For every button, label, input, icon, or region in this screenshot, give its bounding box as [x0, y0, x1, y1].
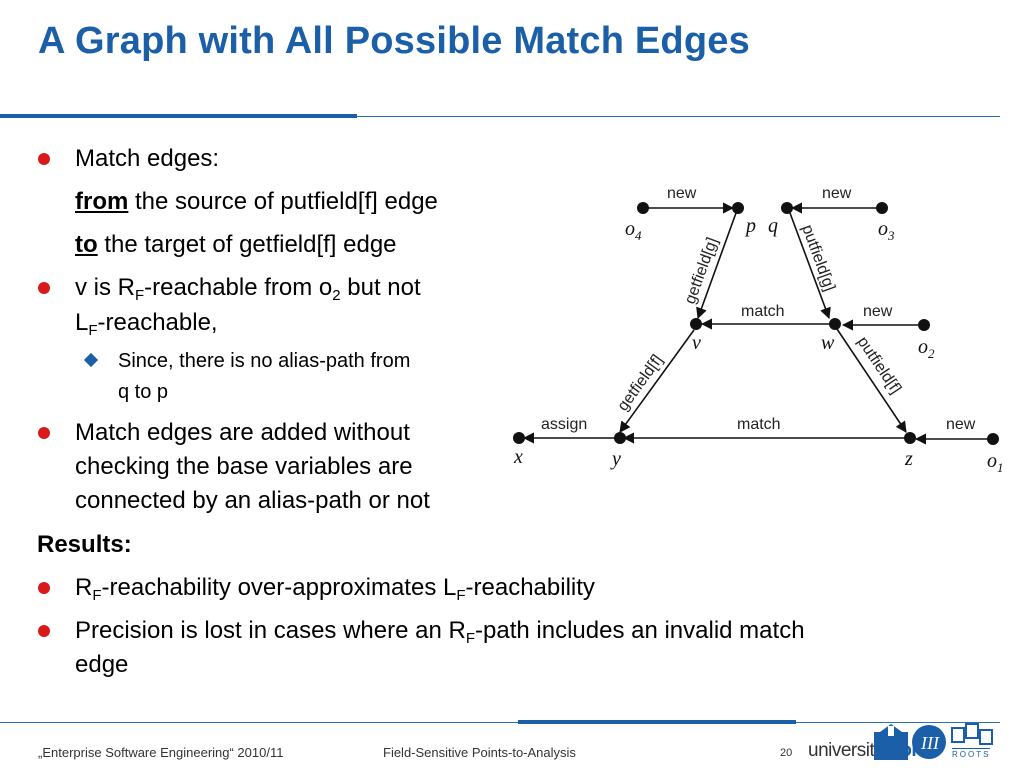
bullet-icon [38, 282, 50, 294]
university-logo-icon [874, 724, 908, 760]
bullet-match-added-line3: connected by an alias-path or not [75, 487, 430, 514]
footer-course: „Enterprise Software Engineering“ 2010/1… [38, 745, 284, 760]
bullet-match-added-line2: checking the base variables are [75, 453, 413, 480]
label-node-o3: o3 [878, 218, 895, 243]
node-o1 [987, 433, 999, 445]
node-w [829, 318, 841, 330]
label-edge-z-y: match [737, 416, 781, 433]
bullet-match-added-line1: Match edges are added without [75, 419, 410, 446]
node-q [781, 202, 793, 214]
label-node-q: q [768, 215, 778, 237]
label-node-z: z [904, 448, 913, 470]
result-overapprox: RF-reachability over-approximates LF-rea… [75, 574, 595, 604]
diamond-bullet-icon [83, 352, 99, 368]
node-o2 [918, 319, 930, 331]
label-edge-o4-p: new [667, 185, 697, 202]
keyword-from: from [75, 188, 129, 215]
label-node-y: y [610, 448, 621, 470]
node-v [690, 318, 702, 330]
bullet-match-edges: Match edges: [75, 145, 220, 172]
label-node-o2: o2 [918, 336, 935, 361]
label-node-o4: o4 [625, 218, 642, 243]
label-node-w: w [821, 332, 835, 354]
label-edge-y-x: assign [541, 416, 587, 433]
node-y [614, 432, 626, 444]
bullet-to-line: to the target of getfield[f] edge [75, 231, 397, 259]
label-edge-o3-q: new [822, 185, 852, 202]
svg-text:III: III [920, 733, 940, 753]
label-edge-q-w: putfield[g] [798, 223, 838, 294]
node-z [904, 432, 916, 444]
subbullet-alias-line2: q to p [118, 381, 169, 403]
label-node-p: p [744, 215, 756, 237]
subbullet-alias-line1: Since, there is no alias-path from [118, 350, 411, 372]
to-text: the target of getfield[f] edge [97, 231, 397, 258]
edge-p-v [696, 212, 737, 320]
label-edge-o1-z: new [946, 416, 976, 433]
bullet-icon [38, 153, 50, 165]
footer-divider-accent [518, 720, 796, 724]
label-edge-w-v: match [741, 303, 785, 320]
node-x [513, 432, 525, 444]
footer-topic: Field-Sensitive Points-to-Analysis [383, 745, 576, 760]
bullet-reachable-line2: LF-reachable, [75, 309, 218, 339]
footer-divider [0, 722, 1000, 723]
label-node-v: v [692, 332, 701, 354]
label-edge-o2-w: new [863, 303, 893, 320]
result-precision-line2: edge [75, 651, 129, 678]
bullet-reachable-line1: v is RF-reachable from o2 but not [75, 274, 421, 304]
label-node-x: x [513, 446, 523, 468]
match-edge-graph: new new match new match assign new getfi… [513, 185, 1004, 475]
result-precision-line1: Precision is lost in cases where an RF-p… [75, 617, 805, 647]
roots-logo-icon [951, 723, 993, 745]
edge-v-y [619, 329, 695, 433]
title-divider-accent [0, 114, 357, 118]
results-heading: Results: [37, 531, 132, 558]
bullet-icon [38, 625, 50, 637]
node-o4 [637, 202, 649, 214]
title-divider [0, 116, 1000, 117]
edge-w-z [836, 328, 907, 433]
slide-title: A Graph with All Possible Match Edges [38, 20, 750, 62]
label-node-o1: o1 [987, 450, 1004, 475]
from-text: the source of putfield[f] edge [128, 188, 438, 215]
bullet-icon [38, 427, 50, 439]
iii-logo-icon: III [912, 725, 946, 759]
keyword-to: to [75, 231, 98, 258]
bullet-icon [38, 582, 50, 594]
node-p [732, 202, 744, 214]
roots-logo-text: ROOTS [952, 748, 991, 759]
footer-page-number: 20 [780, 747, 793, 759]
node-o3 [876, 202, 888, 214]
edge-q-w [789, 212, 831, 320]
bullet-from-line: from the source of putfield[f] edge [75, 188, 438, 216]
